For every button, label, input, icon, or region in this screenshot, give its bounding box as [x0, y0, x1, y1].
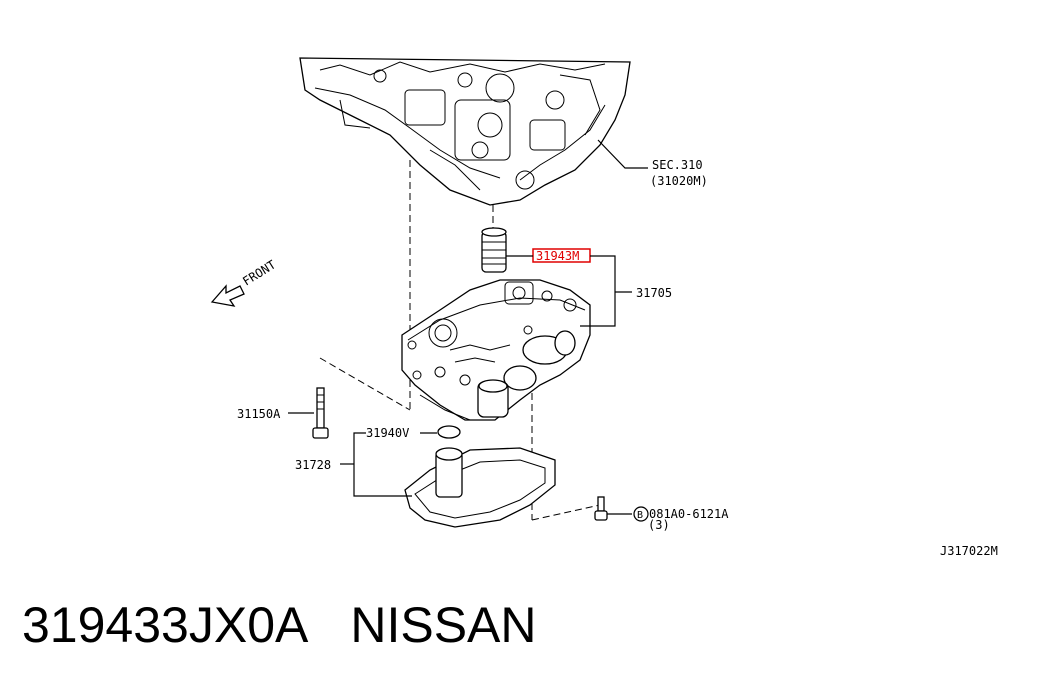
oil-strainer-illustration [404, 447, 556, 528]
bolt-label[interactable]: 31150A [237, 407, 281, 421]
valve-body-illustration [401, 279, 591, 421]
o-ring-label[interactable]: 31940V [366, 426, 409, 440]
bolt-type-circle-icon [633, 506, 649, 522]
sec-ref-label[interactable]: SEC.310 [652, 158, 703, 172]
long-bolt-illustration [312, 387, 329, 439]
drain-bolt-qty: (3) [648, 518, 670, 532]
o-ring-illustration [437, 425, 461, 439]
valve-body-label[interactable]: 31705 [636, 286, 672, 300]
front-label: FRONT [240, 258, 278, 289]
part-caption: 319433JX0A NISSAN [22, 596, 537, 654]
solenoid-label[interactable]: 31943M [536, 249, 579, 263]
diagram-code: J317022M [940, 544, 998, 558]
solenoid-illustration [481, 227, 507, 273]
sec-sub-label[interactable]: (31020M) [650, 174, 708, 188]
strainer-label[interactable]: 31728 [295, 458, 331, 472]
drain-bolt-label[interactable]: 081A0-6121A [649, 507, 729, 521]
front-arrow-icon [210, 284, 245, 307]
transmission-case-illustration [299, 57, 631, 206]
small-bolt-illustration [594, 496, 608, 521]
drain-bolt-prefix: B [637, 510, 643, 521]
part-number: 319433JX0A [22, 597, 309, 653]
brand-name: NISSAN [350, 597, 537, 653]
